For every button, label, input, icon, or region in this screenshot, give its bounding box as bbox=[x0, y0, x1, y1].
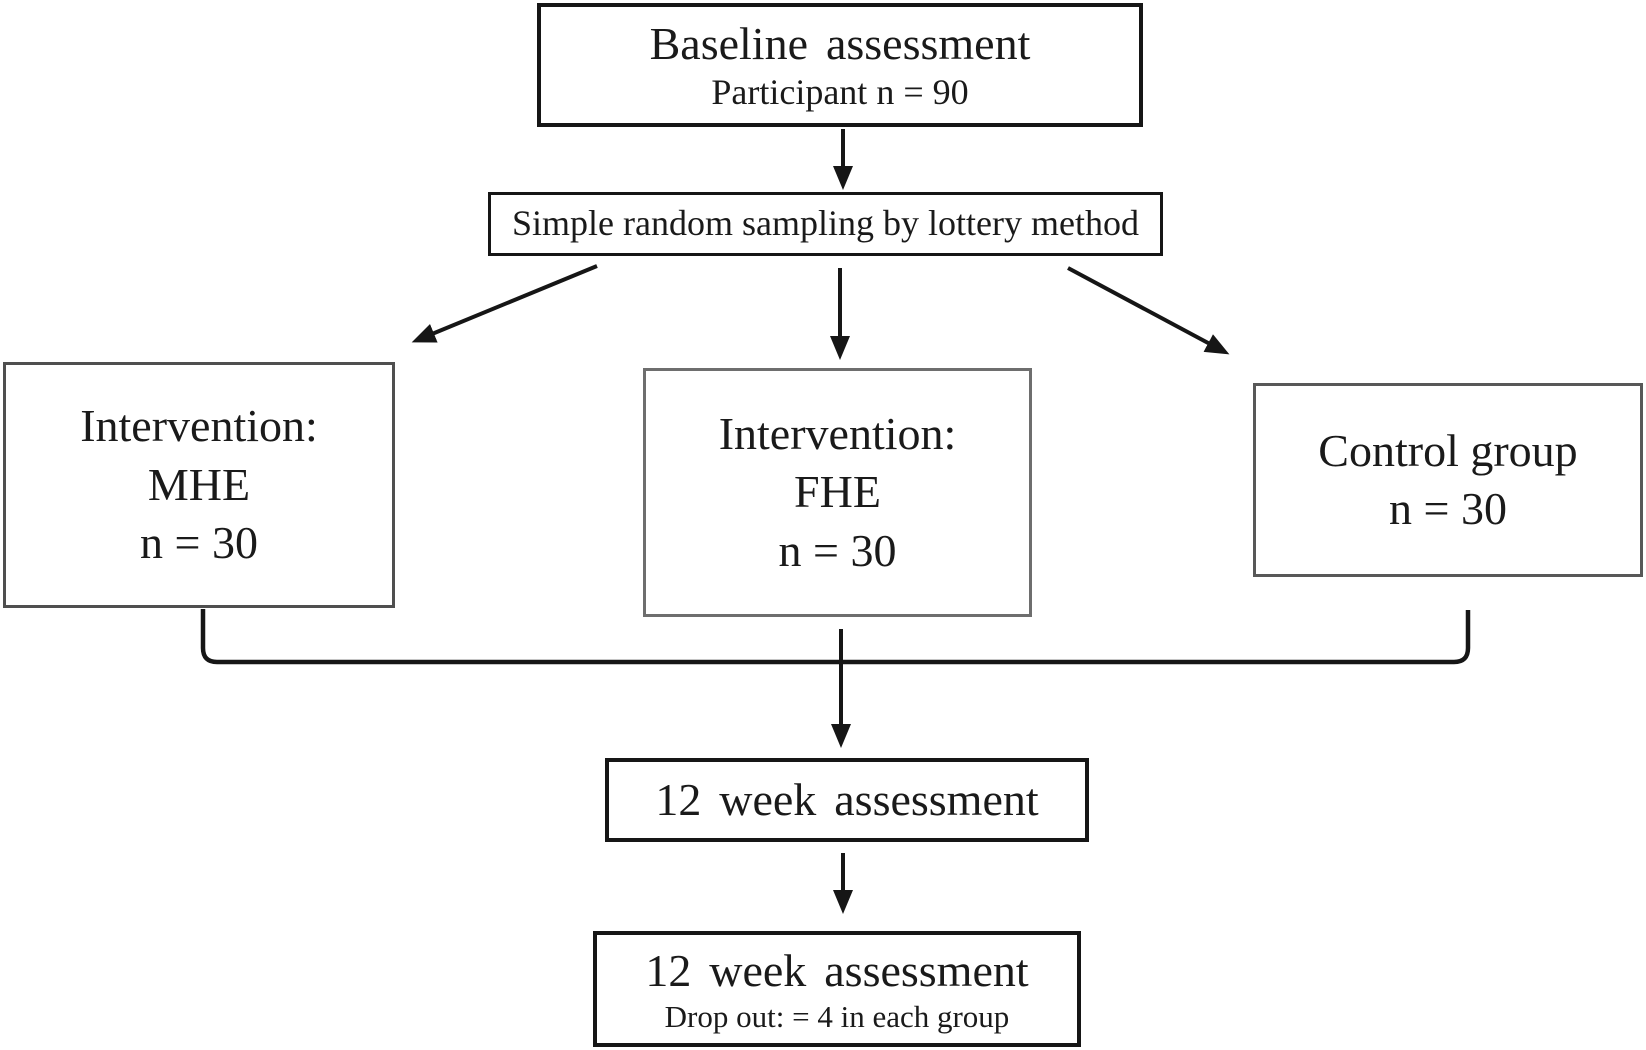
sampling-label: Simple random sampling by lottery method bbox=[512, 203, 1139, 244]
baseline-assessment-box: Baseline assessment Participant n = 90 bbox=[537, 3, 1143, 127]
arrow-sampling-to-control bbox=[1067, 266, 1230, 355]
intervention-fhe-box: Intervention: FHE n = 30 bbox=[643, 368, 1032, 617]
control-line-2: n = 30 bbox=[1389, 483, 1507, 534]
baseline-title: Baseline assessment bbox=[649, 17, 1031, 69]
fhe-line-2: FHE bbox=[794, 466, 881, 518]
control-group-box: Control group n = 30 bbox=[1253, 383, 1643, 577]
baseline-subtitle: Participant n = 90 bbox=[711, 72, 969, 112]
week12-final-title: 12 week assessment bbox=[645, 944, 1029, 996]
mhe-line-1: Intervention: bbox=[80, 400, 318, 452]
week12-final-dropout-note: Drop out: = 4 in each group bbox=[664, 999, 1010, 1034]
control-line-1: Control group bbox=[1318, 424, 1578, 476]
sampling-box: Simple random sampling by lottery method bbox=[488, 192, 1163, 256]
mhe-line-3: n = 30 bbox=[140, 517, 258, 569]
intervention-mhe-box: Intervention: MHE n = 30 bbox=[3, 362, 395, 608]
mhe-line-2: MHE bbox=[147, 458, 251, 510]
week12-assessment-box: 12 week assessment bbox=[605, 758, 1089, 842]
fhe-line-1: Intervention: bbox=[718, 407, 957, 459]
week12-final-assessment-box: 12 week assessment Drop out: = 4 in each… bbox=[593, 931, 1081, 1047]
fhe-line-3: n = 30 bbox=[778, 524, 897, 576]
arrow-sampling-to-mhe bbox=[411, 264, 598, 343]
week12-title: 12 week assessment bbox=[655, 774, 1039, 826]
